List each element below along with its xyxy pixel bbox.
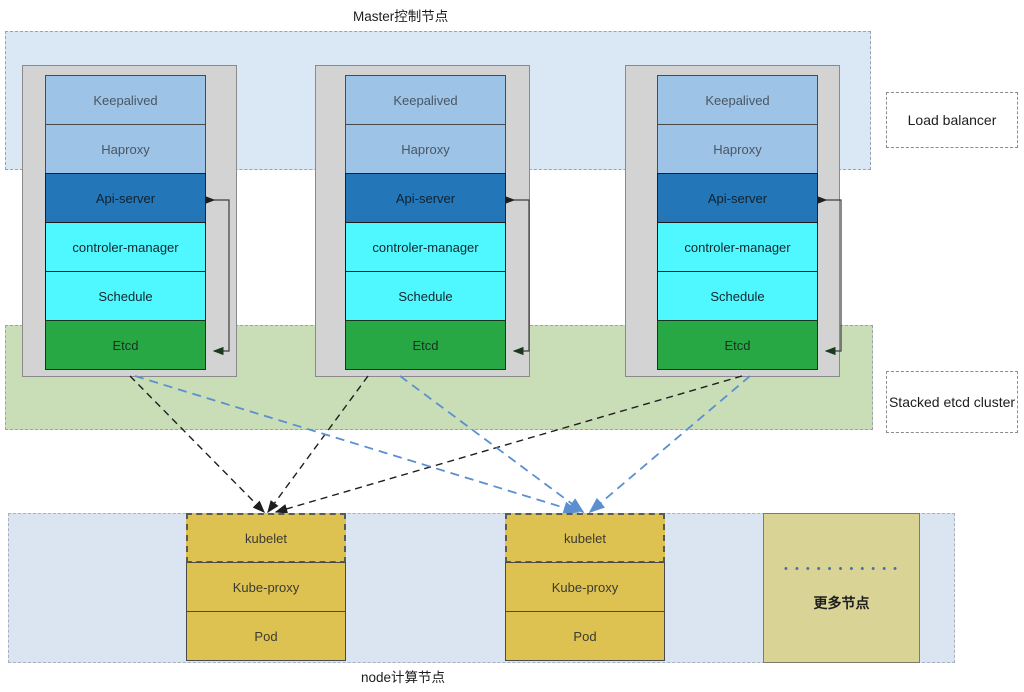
master-3-cell-haproxy[interactable]: Haproxy <box>657 124 818 174</box>
legend-stacked-etcd-cluster: Stacked etcd cluster <box>886 371 1018 433</box>
node-section-title: node计算节点 <box>361 670 446 685</box>
more-nodes-label: 更多节点 <box>813 595 870 611</box>
master-2-cell-etcd[interactable]: Etcd <box>345 320 506 370</box>
master-1-cell-keepalived[interactable]: Keepalived <box>45 75 206 125</box>
more-nodes-box[interactable]: • • • • • • • • • • • 更多节点 <box>763 513 920 663</box>
master-section-title: Master控制节点 <box>353 9 449 24</box>
master-2-cell-haproxy[interactable]: Haproxy <box>345 124 506 174</box>
node-1-cell-pod[interactable]: Pod <box>186 611 346 661</box>
master-2-cell-keepalived[interactable]: Keepalived <box>345 75 506 125</box>
master-1-cell-controller-manager[interactable]: controler-manager <box>45 222 206 272</box>
node-2-cell-kube-proxy[interactable]: Kube-proxy <box>505 562 665 612</box>
master-2-cell-controller-manager[interactable]: controler-manager <box>345 222 506 272</box>
master-2-cell-scheduler[interactable]: Schedule <box>345 271 506 321</box>
master-stack-1: Keepalived Haproxy Api-server controler-… <box>45 75 206 370</box>
master-3-cell-keepalived[interactable]: Keepalived <box>657 75 818 125</box>
master-3-cell-controller-manager[interactable]: controler-manager <box>657 222 818 272</box>
node-2-cell-pod[interactable]: Pod <box>505 611 665 661</box>
master-2-cell-api-server[interactable]: Api-server <box>345 173 506 223</box>
master-3-cell-api-server[interactable]: Api-server <box>657 173 818 223</box>
legend-load-balancer: Load balancer <box>886 92 1018 148</box>
master-3-cell-etcd[interactable]: Etcd <box>657 320 818 370</box>
master-stack-2: Keepalived Haproxy Api-server controler-… <box>345 75 506 370</box>
node-2-cell-kubelet[interactable]: kubelet <box>505 513 665 563</box>
ellipsis-dots-icon: • • • • • • • • • • • <box>784 563 899 575</box>
node-1-cell-kubelet[interactable]: kubelet <box>186 513 346 563</box>
node-1-cell-kube-proxy[interactable]: Kube-proxy <box>186 562 346 612</box>
master-1-cell-scheduler[interactable]: Schedule <box>45 271 206 321</box>
node-stack-2: kubelet Kube-proxy Pod <box>505 513 665 663</box>
master-3-cell-scheduler[interactable]: Schedule <box>657 271 818 321</box>
master-stack-3: Keepalived Haproxy Api-server controler-… <box>657 75 818 370</box>
master-1-cell-api-server[interactable]: Api-server <box>45 173 206 223</box>
master-1-cell-etcd[interactable]: Etcd <box>45 320 206 370</box>
master-1-cell-haproxy[interactable]: Haproxy <box>45 124 206 174</box>
node-stack-1: kubelet Kube-proxy Pod <box>186 513 346 663</box>
